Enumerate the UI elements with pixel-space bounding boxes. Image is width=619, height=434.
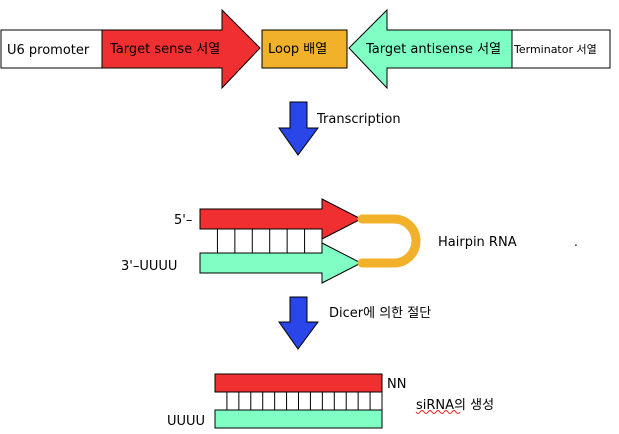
u6-promoter-label: U6 promoter xyxy=(7,43,90,58)
sense-arrow xyxy=(101,8,261,90)
sirna-sense-strand xyxy=(214,373,383,393)
terminator-box xyxy=(511,29,611,69)
sirna-antisense-strand xyxy=(214,409,383,429)
loop-box xyxy=(261,29,348,69)
transcription-step: Transcription xyxy=(278,101,401,156)
sirna-duplex: NN UUUU siRNA의 생성 xyxy=(167,373,494,429)
dicer-step: Dicer에 의한 절단 xyxy=(278,296,431,350)
hairpin-loop xyxy=(357,214,421,268)
hairpin-base-pairs xyxy=(216,229,323,253)
hairpin-rna-label: Hairpin RNA xyxy=(438,235,517,250)
sirna-generation-label: siRNA의 생성 xyxy=(416,398,494,413)
nn-overhang-label: NN xyxy=(387,377,406,392)
expression-construct: U6 promoter Target sense 서열 Loop 배열 Targ… xyxy=(0,8,611,90)
three-prime-label: 3'–UUUU xyxy=(121,259,177,274)
transcription-label: Transcription xyxy=(316,112,401,127)
sirna-base-pairs xyxy=(226,392,383,410)
antisense-label: Target antisense 서열 xyxy=(365,42,501,57)
sense-label: Target sense 서열 xyxy=(109,42,220,57)
hairpin-sense-strand xyxy=(199,198,363,240)
antisense-arrow xyxy=(348,8,513,90)
hairpin-rna: 5'– 3'–UUUU Hairpin RNA xyxy=(121,198,517,284)
hairpin-antisense-strand xyxy=(199,242,363,284)
down-arrow-icon xyxy=(278,101,319,156)
terminator-label: Terminator 서열 xyxy=(513,43,597,56)
down-arrow-icon xyxy=(278,296,319,350)
five-prime-label: 5'– xyxy=(174,213,192,228)
dicer-cleavage-label: Dicer에 의한 절단 xyxy=(329,306,431,321)
spellcheck-underline xyxy=(415,410,461,414)
loop-label: Loop 배열 xyxy=(268,42,327,57)
stray-dot: . xyxy=(574,235,578,249)
u6-promoter-box xyxy=(0,29,103,69)
uuuu-overhang-label: UUUU xyxy=(167,414,205,429)
